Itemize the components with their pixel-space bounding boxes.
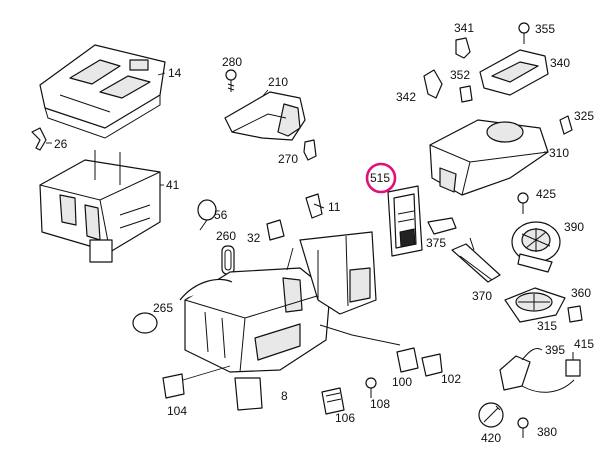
part-280-screw[interactable] xyxy=(225,69,237,92)
label-342[interactable]: 342 xyxy=(396,90,416,104)
part-341-clip[interactable] xyxy=(455,37,471,59)
part-108-screw[interactable] xyxy=(365,377,377,398)
label-270[interactable]: 270 xyxy=(278,152,298,166)
label-515[interactable]: 515 xyxy=(370,171,390,185)
part-26-bracket[interactable] xyxy=(31,127,47,151)
leader-210 xyxy=(261,89,269,98)
label-102[interactable]: 102 xyxy=(441,372,461,386)
heater-panel-assembly[interactable] xyxy=(299,231,401,346)
part-425-screw[interactable] xyxy=(517,192,529,214)
label-280[interactable]: 280 xyxy=(222,55,242,69)
part-352-actuator-arm[interactable] xyxy=(459,85,473,103)
label-14[interactable]: 14 xyxy=(168,66,182,80)
part-360-fan-cover[interactable] xyxy=(504,287,566,323)
label-41[interactable]: 41 xyxy=(166,178,180,192)
label-32[interactable]: 32 xyxy=(247,231,261,245)
part-375-bracket[interactable] xyxy=(427,217,457,235)
label-106[interactable]: 106 xyxy=(335,411,355,425)
label-340[interactable]: 340 xyxy=(550,56,570,70)
part-390-blower-motor[interactable] xyxy=(511,221,561,273)
leader-32-box xyxy=(286,247,294,271)
part-420-wrench[interactable] xyxy=(478,402,504,428)
part-340-flap[interactable] xyxy=(479,49,549,96)
part-325-clip[interactable] xyxy=(559,115,573,135)
part-415-relay[interactable] xyxy=(565,352,581,377)
label-415[interactable]: 415 xyxy=(574,337,594,351)
part-370-guide-rail[interactable] xyxy=(451,237,501,283)
label-26[interactable]: 26 xyxy=(54,137,68,151)
label-380[interactable]: 380 xyxy=(537,425,557,439)
label-210[interactable]: 210 xyxy=(268,75,288,89)
label-315[interactable]: 315 xyxy=(537,319,557,333)
label-355[interactable]: 355 xyxy=(535,22,555,36)
part-106-sensor[interactable] xyxy=(321,387,345,415)
label-425[interactable]: 425 xyxy=(536,187,556,201)
highlight-ring-515 xyxy=(365,162,397,194)
leader-14 xyxy=(157,72,166,76)
label-341[interactable]: 341 xyxy=(454,21,474,35)
label-8[interactable]: 8 xyxy=(281,389,288,403)
part-210-air-duct[interactable] xyxy=(224,91,306,141)
part-100-actuator[interactable] xyxy=(396,347,419,373)
part-102-actuator[interactable] xyxy=(421,353,443,377)
part-380-screw[interactable] xyxy=(517,417,529,438)
label-375[interactable]: 375 xyxy=(426,236,446,250)
part-342-linkage[interactable] xyxy=(423,69,443,99)
label-11[interactable]: 11 xyxy=(328,200,341,214)
label-310[interactable]: 310 xyxy=(549,146,569,160)
part-315-connector[interactable] xyxy=(567,305,583,323)
label-352[interactable]: 352 xyxy=(450,68,470,82)
part-260-seal[interactable] xyxy=(221,245,235,275)
part-310-blower-housing[interactable] xyxy=(429,119,549,196)
part-515-cabin-filter[interactable] xyxy=(387,185,423,257)
main-heater-evaporator-box[interactable] xyxy=(179,267,331,411)
part-355-screw[interactable] xyxy=(518,22,530,44)
label-56[interactable]: 56 xyxy=(214,208,228,222)
label-390[interactable]: 390 xyxy=(564,220,584,234)
label-265[interactable]: 265 xyxy=(153,301,173,315)
part-270-clip[interactable] xyxy=(303,139,317,161)
label-420[interactable]: 420 xyxy=(481,431,501,445)
part-395-wiring-harness[interactable] xyxy=(499,347,575,393)
part-265-foam-plug[interactable] xyxy=(132,312,158,334)
part-11-bracket[interactable] xyxy=(305,193,325,219)
label-370[interactable]: 370 xyxy=(472,289,492,303)
part-32-clip[interactable] xyxy=(266,219,285,241)
label-108[interactable]: 108 xyxy=(370,397,390,411)
label-395[interactable]: 395 xyxy=(545,343,565,357)
label-100[interactable]: 100 xyxy=(392,375,412,389)
label-260[interactable]: 260 xyxy=(216,229,236,243)
part-56-grommet[interactable] xyxy=(197,199,217,231)
label-325[interactable]: 325 xyxy=(574,109,594,123)
part-41-lower-housing[interactable] xyxy=(39,150,161,263)
part-14-upper-cover[interactable] xyxy=(39,44,166,139)
label-104[interactable]: 104 xyxy=(167,404,187,418)
label-360[interactable]: 360 xyxy=(571,286,591,300)
part-104-actuator[interactable] xyxy=(162,365,231,399)
